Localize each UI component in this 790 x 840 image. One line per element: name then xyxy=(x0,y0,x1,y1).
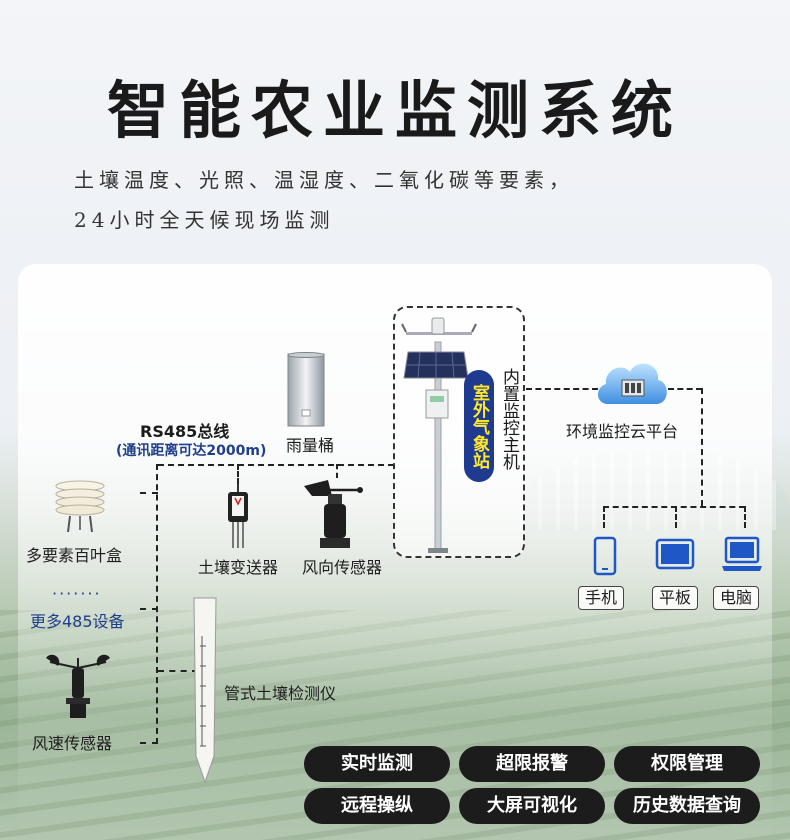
louver-box-label: 多要素百叶盒 xyxy=(26,546,123,565)
built-in-host-label: 内置监控主机 xyxy=(499,368,519,470)
bus-drop-soil xyxy=(237,464,239,484)
soil-transmitter-label: 土壤变送器 xyxy=(198,558,279,577)
cloud-platform-icon xyxy=(597,363,667,404)
wind-speed-icon xyxy=(46,654,110,718)
soil-transmitter-icon xyxy=(228,484,248,548)
wind-speed-label: 风速传感器 xyxy=(32,734,113,753)
cloud-link-line xyxy=(526,388,598,390)
device-label-phone: 手机 xyxy=(578,586,625,610)
cloud-platform-label: 环境监控云平台 xyxy=(566,422,679,441)
subtitle-line-1: 土壤温度、光照、温湿度、二氧化碳等要素， xyxy=(74,168,574,192)
rs485-bus-note: (通讯距离可达2000m) xyxy=(116,443,267,459)
computer-icon xyxy=(722,536,762,571)
subtitle-line-2: 24小时全天候现场监测 xyxy=(74,208,335,232)
bus-line-top xyxy=(158,464,394,466)
rain-gauge-label: 雨量桶 xyxy=(286,436,335,455)
device-label-tablet: 平板 xyxy=(652,586,699,610)
bus-branch-tube xyxy=(158,670,198,672)
bus-line-left xyxy=(156,464,158,744)
feature-remote-control: 远程操纵 xyxy=(304,788,450,824)
cloud-out-line xyxy=(668,388,702,390)
feature-permission-management: 权限管理 xyxy=(614,746,760,782)
bus-branch-windspeed xyxy=(140,742,158,744)
more-devices-dots: ······· xyxy=(52,584,102,603)
device-label-computer: 电脑 xyxy=(713,586,760,610)
rain-gauge-icon xyxy=(287,352,325,427)
device-drop-phone xyxy=(603,506,605,528)
tube-soil-detector-label: 管式土壤检测仪 xyxy=(224,684,337,703)
wind-direction-icon xyxy=(304,480,363,548)
outdoor-weather-station-badge: 室外气象站 xyxy=(464,370,494,482)
page-title: 智能农业监测系统 xyxy=(106,74,683,147)
rs485-bus-label: RS485总线 xyxy=(140,422,230,441)
device-bus-line xyxy=(603,506,745,508)
more-485-devices-label: 更多485设备 xyxy=(30,612,125,631)
wind-direction-label: 风向传感器 xyxy=(302,558,383,577)
weather-station-icon xyxy=(401,317,477,553)
device-drop-computer xyxy=(744,506,746,528)
feature-history-data-query: 历史数据查询 xyxy=(614,788,760,824)
device-drop-tablet xyxy=(675,506,677,528)
bus-branch-more xyxy=(140,608,158,610)
tube-soil-detector-icon xyxy=(193,597,217,784)
weather-station-box xyxy=(393,306,525,558)
phone-icon xyxy=(593,536,617,576)
feature-limit-alarm: 超限报警 xyxy=(459,746,605,782)
feature-big-screen-visualization: 大屏可视化 xyxy=(459,788,605,824)
bus-branch-shelter xyxy=(140,492,158,494)
louver-box-icon xyxy=(55,480,105,533)
tablet-icon xyxy=(655,538,695,570)
bus-drop-wind-direction xyxy=(336,464,338,478)
feature-realtime-monitoring: 实时监测 xyxy=(304,746,450,782)
cloud-down-line xyxy=(701,388,703,506)
